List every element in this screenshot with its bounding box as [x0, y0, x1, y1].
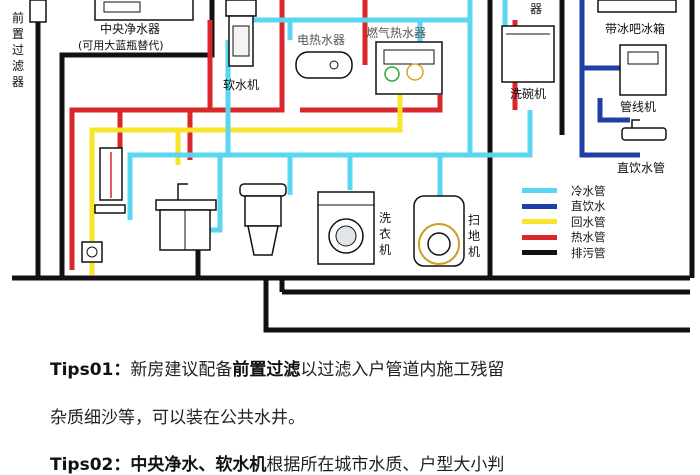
- direct-drink-tap-device: [621, 119, 667, 141]
- tip-01-prefix: Tips01：: [50, 360, 131, 380]
- tip-02-prefix: Tips02：: [50, 455, 131, 475]
- central-purifier-device: [94, 0, 194, 21]
- legend-swatch: [522, 203, 557, 209]
- tip-01-line-2-text: 杂质细沙等，可以装在公共水井。: [50, 408, 305, 428]
- legend-swatch: [522, 234, 557, 240]
- legend-item: 排污管: [522, 245, 606, 260]
- washing-machine-device: [317, 191, 375, 265]
- legend: 冷水管直饮水回水管热水管排污管: [522, 183, 606, 261]
- legend-swatch: [522, 250, 557, 255]
- legend-label: 回水管: [571, 214, 606, 229]
- legend-item: 直饮水: [522, 199, 606, 214]
- pre-filter-device: [29, 0, 47, 23]
- legend-label: 排污管: [571, 245, 606, 260]
- legend-item: 热水管: [522, 230, 606, 245]
- floor-drain-device: [81, 241, 103, 263]
- tip-01-line-2: 杂质细沙等，可以装在公共水井。: [50, 403, 305, 428]
- dishwasher-device: [501, 25, 555, 83]
- tip-02-bold: 中央净水、软水机: [130, 455, 267, 475]
- direct-drink-pipes: [579, 0, 640, 158]
- legend-swatch: [522, 219, 557, 224]
- legend-swatch: [522, 188, 557, 193]
- direct-drink-tap-label: 直饮水管: [617, 161, 666, 175]
- ice-fridge-label: 带冰吧冰箱: [605, 22, 666, 36]
- softener-label: 软水机: [223, 78, 260, 92]
- pre-filter-label: 前置过滤器: [11, 11, 24, 89]
- tip-01-text-2: 以过滤入户管道内施工残留: [300, 360, 505, 380]
- legend-label: 冷水管: [571, 183, 606, 198]
- softener-device: [225, 0, 257, 67]
- electric-heater-label: 电热水器: [297, 33, 346, 47]
- toilet-device: [239, 183, 287, 256]
- tip-02-text-2: 根据所在城市水质、户型大小判: [266, 455, 505, 475]
- shower-device: [94, 147, 126, 214]
- tip-01-line-1: Tips01：新房建议配备前置过滤以过滤入户管道内施工残留: [50, 355, 504, 380]
- pipeline-machine-device: [619, 44, 667, 96]
- central-purifier-label: 中央净水器: [100, 22, 161, 36]
- cold-water-pipes: [127, 0, 533, 233]
- legend-label: 直饮水: [571, 199, 606, 213]
- gas-heater-device: [375, 41, 443, 95]
- central-purifier-note: (可用大蓝瓶替代): [78, 39, 164, 52]
- basin-cabinet-device: [155, 183, 217, 251]
- tip-01-text-1: 新房建议配备: [130, 360, 233, 380]
- tip-01-bold: 前置过滤: [232, 360, 301, 380]
- fridge-device: [597, 0, 677, 13]
- robot-vacuum-label: 扫地机: [467, 213, 480, 259]
- washing-machine-label: 洗衣机: [378, 211, 391, 257]
- pipeline-machine-label: 管线机: [620, 100, 657, 114]
- return-water-pipes: [89, 95, 403, 275]
- robot-vacuum-device: [413, 195, 465, 267]
- drain-pipes: [12, 0, 695, 333]
- gas-heater-label: 燃气热水器: [366, 26, 427, 40]
- legend-item: 回水管: [522, 214, 606, 229]
- tip-02-line-1: Tips02：中央净水、软水机根据所在城市水质、户型大小判: [50, 450, 504, 475]
- dishwasher-label: 洗碗机: [510, 87, 547, 101]
- legend-item: 冷水管: [522, 183, 606, 198]
- electric-heater-device: [295, 51, 353, 79]
- dishwasher-top-label: 器: [530, 2, 543, 16]
- legend-label: 热水管: [571, 230, 606, 244]
